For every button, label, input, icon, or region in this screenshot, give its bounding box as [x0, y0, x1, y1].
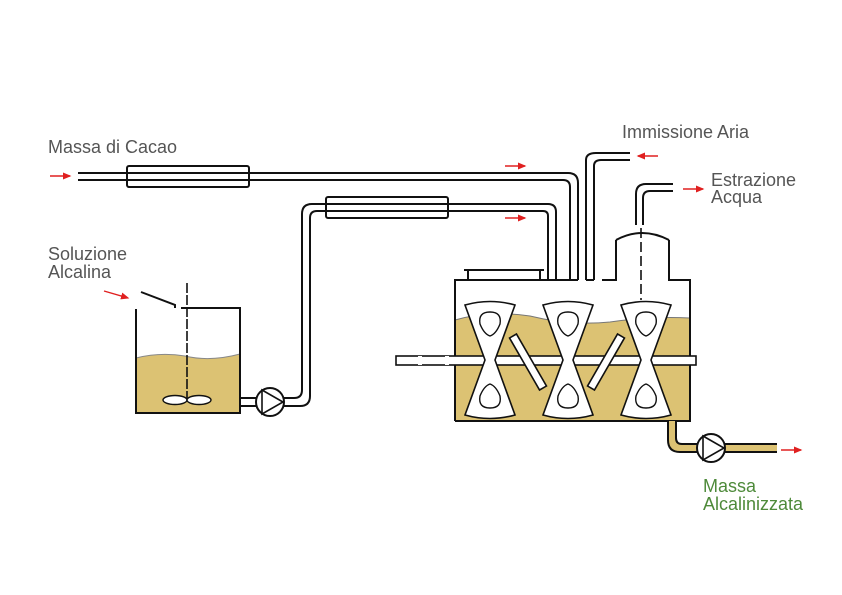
- air-intake-pipe: [585, 152, 630, 280]
- water-extraction-label-line2: Acqua: [711, 187, 763, 207]
- alkaline-solution-pipe: [284, 196, 557, 407]
- flow-arrow: [103, 290, 130, 300]
- air-intake-label: Immissione Aria: [622, 122, 750, 142]
- agitator-icon: [162, 283, 212, 406]
- alkalized-mass-label-line1: Massa: [703, 476, 757, 496]
- water-extraction-label-line1: Estrazione: [711, 170, 797, 190]
- heat-exchanger-1: [126, 165, 250, 188]
- mixing-paddle-icon: [463, 300, 673, 420]
- alkaline-solution-tank: [135, 283, 241, 414]
- cocoa-mass-pipe: [78, 165, 579, 280]
- alkalized-mass-pipe: [667, 421, 777, 463]
- pump-icon: [240, 387, 285, 417]
- alkaline-solution-label-line2: Alcalina: [48, 262, 112, 282]
- alkaline-solution-label-line1: Soluzione: [48, 244, 128, 264]
- flow-arrows: [50, 152, 803, 454]
- water-extraction-pipe: [635, 183, 673, 225]
- pump-icon: [696, 433, 726, 463]
- reactor-hatch: [467, 269, 541, 281]
- heat-exchanger-2: [325, 196, 449, 219]
- reactor-shaft: [395, 355, 697, 366]
- alkalized-mass-label-line2: Alcalinizzata: [703, 494, 804, 514]
- cocoa-mass-label: Massa di Cacao: [48, 137, 178, 157]
